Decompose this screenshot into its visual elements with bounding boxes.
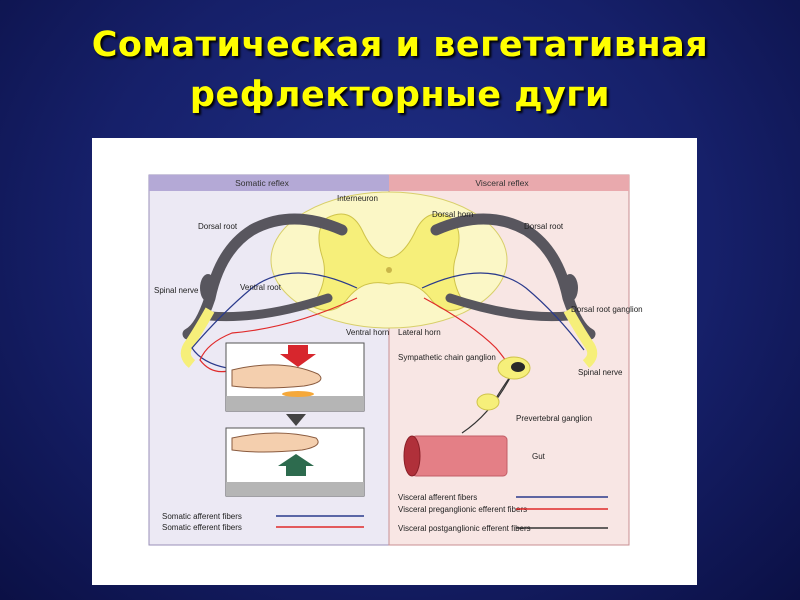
label-spinal-nerve-right: Spinal nerve	[578, 368, 623, 377]
dorsal-root-ganglion-right	[562, 274, 578, 302]
label-lateral-horn: Lateral horn	[398, 328, 441, 337]
gut-illustration	[403, 435, 508, 477]
visceral-legend: Visceral afferent fibers Visceral pregan…	[398, 493, 608, 533]
reflex-arc-diagram: Somatic reflex Visceral reflex	[148, 174, 643, 546]
visceral-header-label: Visceral reflex	[475, 178, 529, 188]
legend-visceral-postganglionic: Visceral postganglionic efferent fibers	[398, 524, 531, 533]
label-prevertebral-ganglion: Prevertebral ganglion	[516, 414, 592, 423]
sequence-arrow	[286, 414, 306, 426]
label-ventral-horn: Ventral horn	[346, 328, 389, 337]
legend-somatic-efferent: Somatic efferent fibers	[162, 523, 242, 532]
somatic-legend: Somatic afferent fibers Somatic efferent…	[162, 512, 364, 532]
label-gut: Gut	[532, 452, 546, 461]
visceral-header	[389, 175, 629, 191]
slide-title-line-2: рефлекторные дуги	[189, 75, 611, 115]
label-ventral-root: Ventral root	[240, 283, 282, 292]
somatic-header-label: Somatic reflex	[235, 178, 290, 188]
label-dorsal-root-right: Dorsal root	[524, 222, 564, 231]
label-dorsal-root-left: Dorsal root	[198, 222, 238, 231]
reflex-arc-figure: Somatic reflex Visceral reflex	[92, 138, 697, 585]
slide-title-line-1: Соматическая и вегетативная	[91, 25, 709, 65]
slide-title: Соматическая и вегетативная рефлекторные…	[0, 20, 800, 120]
label-spinal-nerve-left: Spinal nerve	[154, 286, 199, 295]
hand-illustration-bottom	[225, 427, 365, 497]
somatic-header	[149, 175, 389, 191]
somatic-fibers	[191, 272, 358, 373]
hand-illustration-top	[225, 342, 365, 412]
label-sympathetic-chain-ganglion: Sympathetic chain ganglion	[398, 353, 496, 362]
legend-visceral-preganglionic: Visceral preganglionic efferent fibers	[398, 505, 527, 514]
label-dorsal-root-ganglion: Dorsal root ganglion	[571, 305, 643, 314]
prevertebral-ganglion	[476, 393, 500, 411]
spinal-nerve-left-bundle	[180, 307, 215, 368]
legend-visceral-afferent: Visceral afferent fibers	[398, 493, 477, 502]
label-interneuron: Interneuron	[337, 194, 378, 203]
label-dorsal-horn: Dorsal horn	[432, 210, 473, 219]
legend-somatic-afferent: Somatic afferent fibers	[162, 512, 242, 521]
spinal-nerve-right-bundle	[563, 307, 598, 368]
dorsal-root-ganglion-left	[200, 274, 216, 302]
